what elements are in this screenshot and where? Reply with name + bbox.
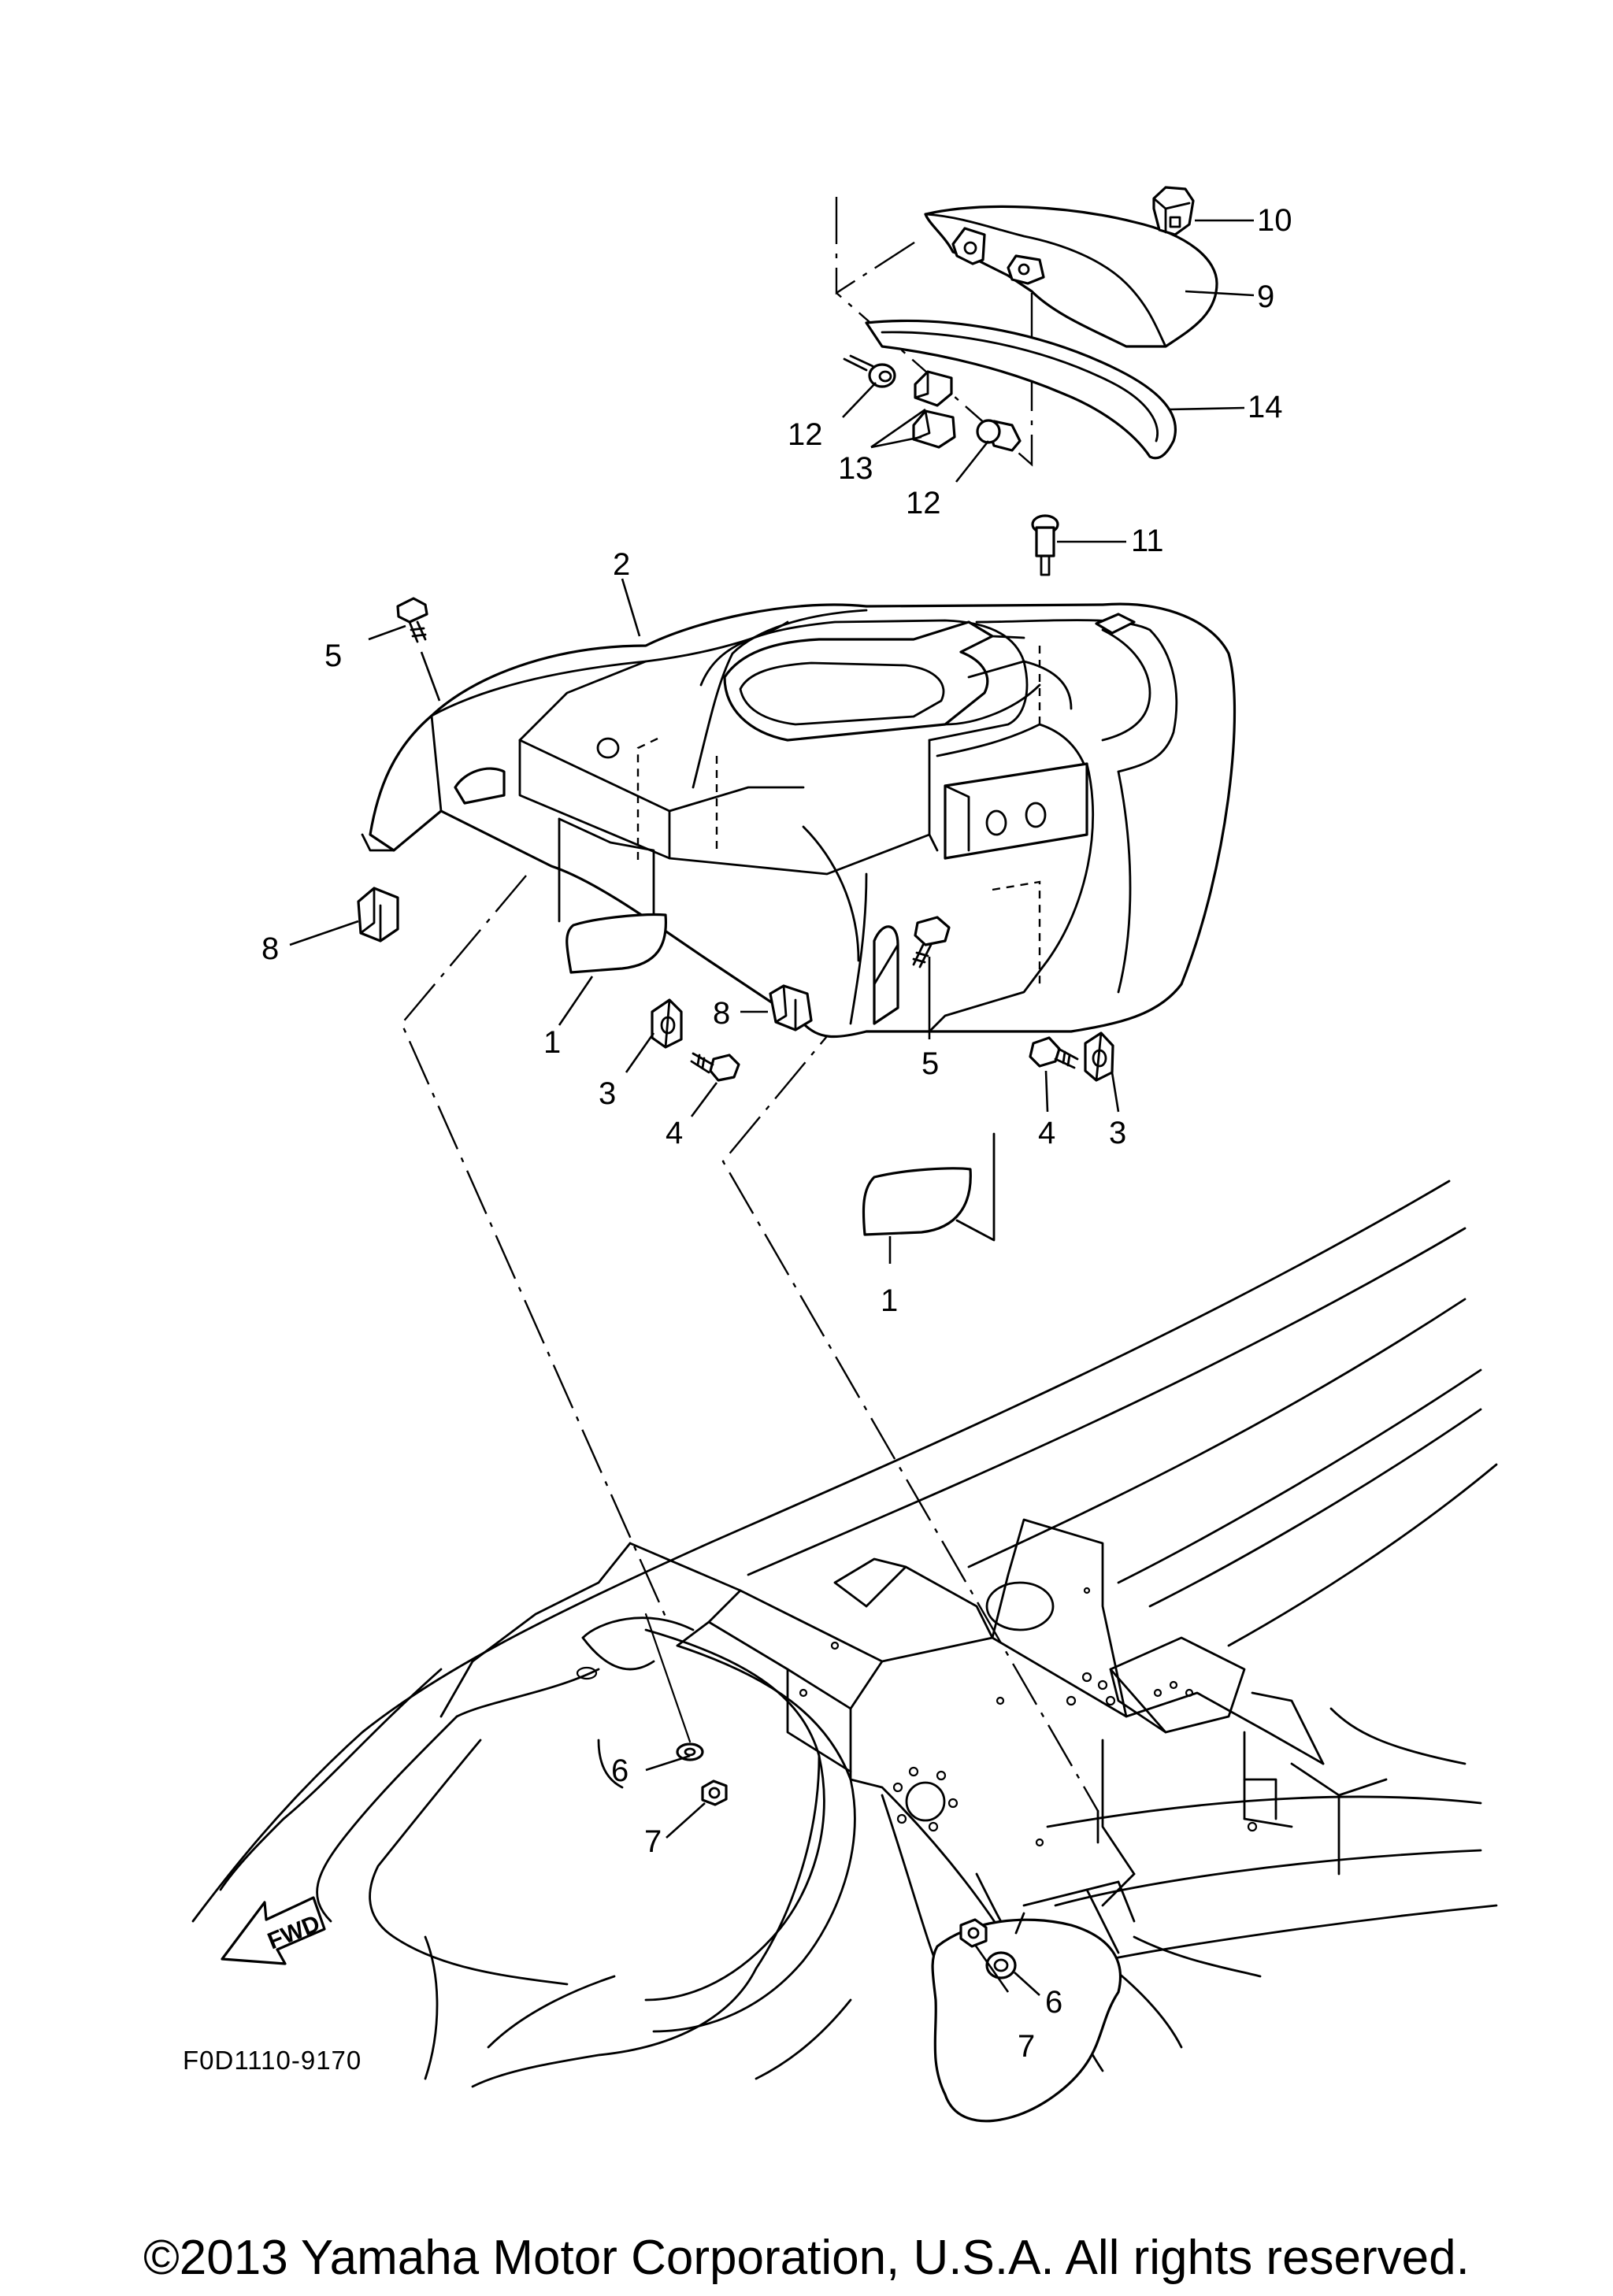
callout-1-right: 1	[881, 1283, 898, 1318]
part-2-rear-deck-cover	[361, 602, 1237, 1039]
part-5-bolt-left	[396, 597, 428, 643]
callout-6-left: 6	[611, 1753, 629, 1788]
part-6-washer-left	[676, 1742, 704, 1761]
part-6-7-detail-inset	[931, 1912, 1122, 2123]
part-9-storage-lid	[924, 205, 1218, 348]
part-13-clips	[912, 370, 956, 449]
leader-lines	[289, 219, 1255, 1996]
part-4-bolt-right	[1029, 1036, 1079, 1069]
callout-5-left: 5	[324, 639, 342, 673]
part-7-nut-left	[701, 1779, 728, 1806]
part-14-seal	[865, 319, 1177, 460]
part-4-bolt-left	[690, 1052, 740, 1082]
callout-1-left: 1	[543, 1025, 561, 1060]
figure-code: F0D1110-9170	[183, 2046, 362, 2075]
callout-10: 10	[1257, 203, 1292, 238]
callout-14: 14	[1248, 390, 1283, 424]
part-12-pin-left	[843, 354, 896, 388]
part-1-pad-right	[862, 1132, 996, 1242]
callout-8-left: 8	[261, 931, 279, 966]
part-12-pin-right	[976, 419, 1022, 452]
fwd-arrow-icon: FWD	[221, 1896, 326, 1965]
callout-5-right: 5	[921, 1046, 939, 1081]
part-11-bolt	[1031, 514, 1059, 576]
callout-9: 9	[1257, 280, 1274, 314]
callout-7-left: 7	[644, 1824, 662, 1859]
callout-labels: 10 9 14 12 13 12 11 2 5 8 1 3 4 8 5 4 3 …	[261, 203, 1292, 2064]
part-1-pad-left	[558, 817, 668, 974]
callout-13: 13	[838, 451, 873, 486]
callout-2: 2	[613, 547, 630, 582]
copyright-notice: ©2013 Yamaha Motor Corporation, U.S.A. A…	[143, 2231, 1470, 2285]
callout-7-right: 7	[1018, 2029, 1035, 2064]
hull-deck-frame	[191, 1179, 1498, 2088]
part-3-bracket-left	[651, 998, 683, 1049]
callout-3-left: 3	[599, 1076, 616, 1111]
part-5-bolt-right	[912, 916, 951, 968]
callout-12-upper-left: 12	[788, 417, 823, 452]
callout-3-right: 3	[1109, 1116, 1126, 1150]
part-10-cap	[1152, 186, 1195, 236]
callout-4-left: 4	[666, 1116, 683, 1150]
part-3-bracket-right	[1084, 1031, 1114, 1082]
callout-8-right: 8	[713, 996, 730, 1031]
callout-12-upper-right: 12	[906, 486, 941, 520]
part-8-clip-right	[769, 984, 813, 1031]
callout-4-right: 4	[1038, 1116, 1055, 1150]
part-8-clip-left	[357, 887, 399, 942]
callout-11: 11	[1131, 524, 1164, 558]
callout-6-right: 6	[1045, 1985, 1062, 2020]
